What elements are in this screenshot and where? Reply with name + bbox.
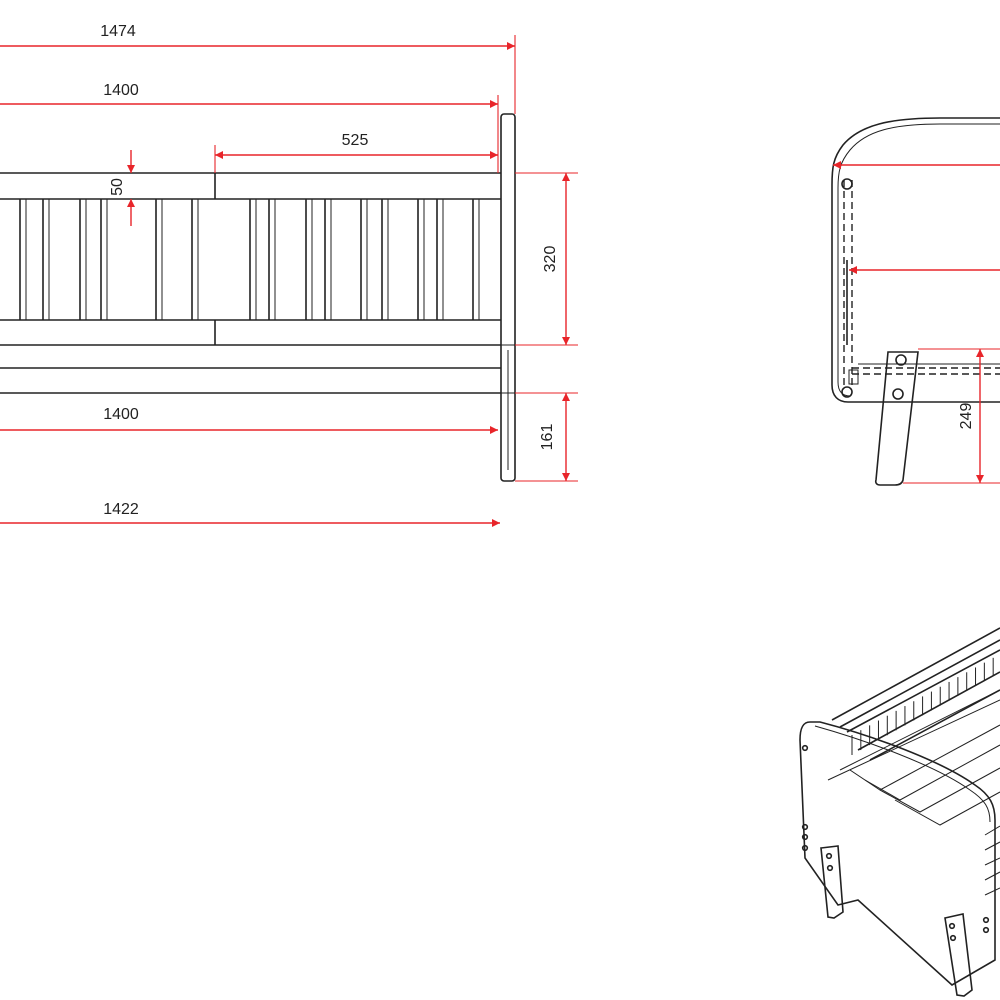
- end-view-leg: [874, 351, 919, 486]
- dimension-guard-rail-length: 525: [214, 132, 498, 173]
- dimension-overall-length-label: 1474: [100, 23, 136, 40]
- dimension-inner-length-top-label: 1400: [103, 82, 139, 99]
- end-view-headboard: [831, 117, 1000, 403]
- dimension-rail-gap: 50: [109, 150, 135, 226]
- side-view: 1474 1400 525 50 320: [0, 23, 578, 527]
- end-view-dimensions: 249: [833, 161, 1000, 484]
- dimension-guard-rail-length-label: 525: [342, 132, 369, 149]
- dimension-side-height: 320: [515, 172, 578, 346]
- dimension-frame-length: 1422: [0, 501, 500, 527]
- side-view-slats: [19, 199, 480, 320]
- dimension-inner-length-bottom: 1400: [0, 406, 498, 434]
- end-view: 249: [831, 117, 1000, 486]
- side-view-end-panel: [500, 113, 516, 482]
- dimension-inner-length-top: 1400: [0, 82, 499, 173]
- dimension-base-height: 161: [515, 392, 578, 482]
- isometric-view: [799, 627, 1000, 997]
- dimension-overall-length: 1474: [0, 23, 516, 114]
- dimension-leg-height-label: 249: [958, 403, 975, 430]
- dimension-base-height-label: 161: [539, 424, 556, 451]
- dimension-side-height-label: 320: [542, 246, 559, 273]
- dimension-frame-length-label: 1422: [103, 501, 139, 518]
- isometric-slats: [851, 657, 994, 755]
- dimension-inner-length-bottom-label: 1400: [103, 406, 139, 423]
- dimension-rail-gap-label: 50: [109, 178, 126, 196]
